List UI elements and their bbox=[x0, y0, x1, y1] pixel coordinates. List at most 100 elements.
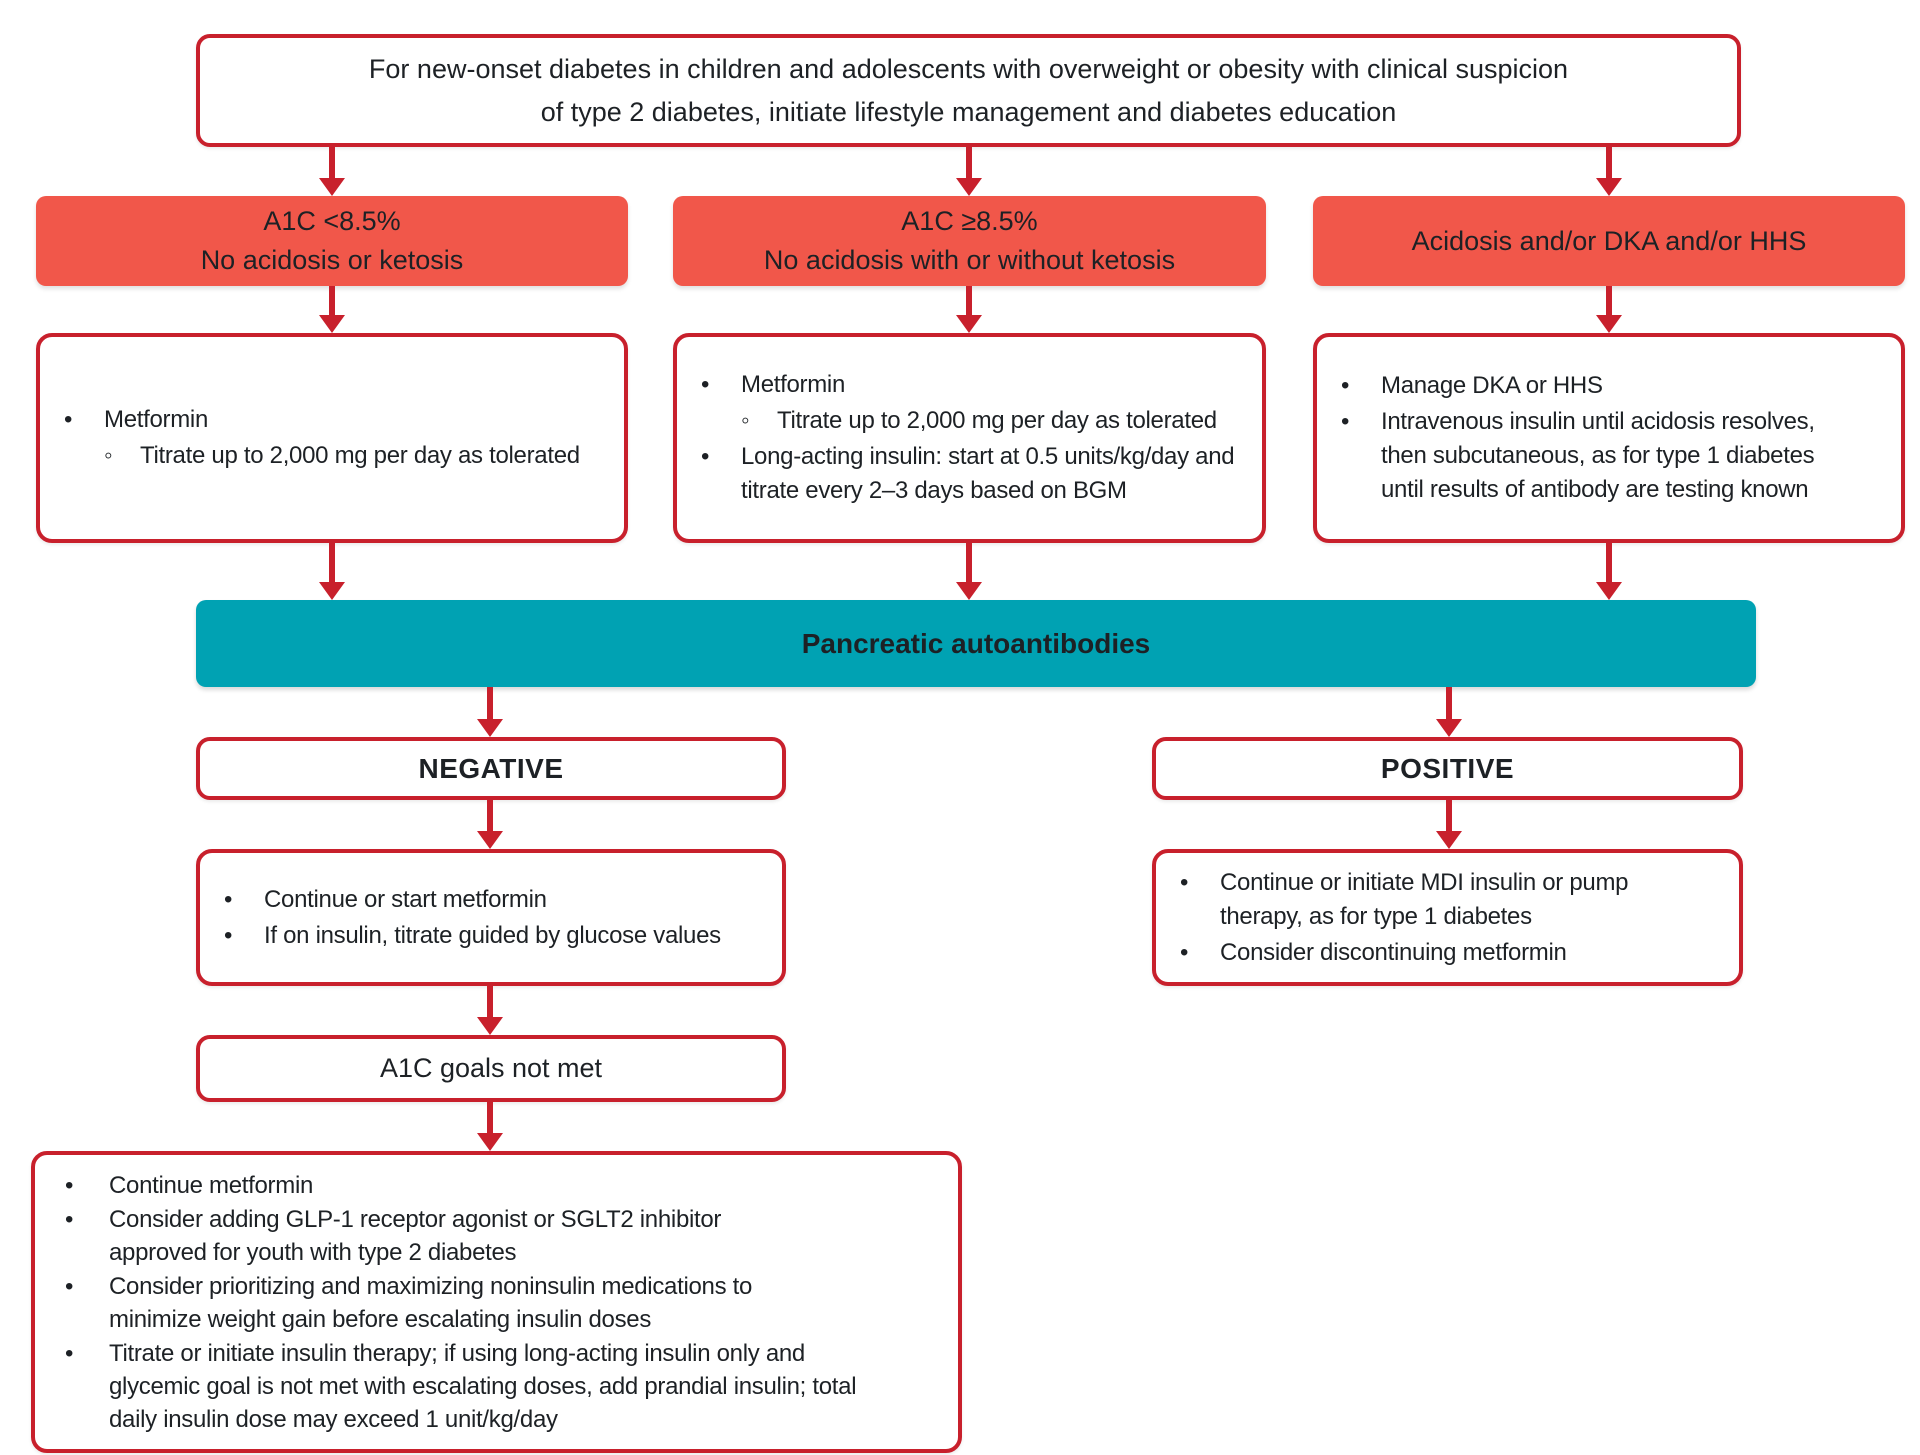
arrow-header-to-condition-2 bbox=[956, 147, 982, 196]
list-item-text: Continue or initiate MDI insulin or pump… bbox=[1220, 868, 1629, 930]
arrow-head-icon bbox=[956, 582, 982, 600]
bullet-icon bbox=[224, 883, 264, 917]
plan-box-a1c-low: Metformin Titrate up to 2,000 mg per day… bbox=[36, 333, 628, 543]
followup-box-a1c-goals: A1C goals not met bbox=[196, 1035, 786, 1102]
arrow-head-icon bbox=[1596, 582, 1622, 600]
positive-plan-box: Continue or initiate MDI insulin or pump… bbox=[1152, 849, 1743, 986]
arrow-shaft bbox=[487, 986, 493, 1017]
bullet-icon bbox=[1341, 405, 1381, 439]
outcome-box-positive: POSITIVE bbox=[1152, 737, 1743, 800]
arrow-shaft bbox=[329, 147, 335, 178]
list-item: Consider adding GLP-1 receptor agonist o… bbox=[65, 1203, 938, 1269]
condition-text: Acidosis and/or DKA and/or HHS bbox=[1411, 225, 1807, 256]
condition-text: No acidosis or ketosis bbox=[200, 245, 464, 275]
arrow-shaft bbox=[487, 800, 493, 831]
arrow-banner-to-positive bbox=[1436, 687, 1462, 737]
list-item: Manage DKA or HHS bbox=[1341, 369, 1885, 403]
arrow-plan-to-banner-3 bbox=[1596, 543, 1622, 600]
bullet-icon bbox=[1341, 369, 1381, 403]
header-text-line2: of type 2 diabetes, initiate lifestyle m… bbox=[540, 96, 1397, 127]
list-item-text: Titrate up to 2,000 mg per day as tolera… bbox=[140, 442, 580, 469]
arrow-shaft bbox=[1446, 800, 1452, 831]
plan-list: Continue or initiate MDI insulin or pump… bbox=[1156, 853, 1739, 982]
bullet-icon bbox=[701, 440, 741, 474]
plan-box-a1c-high: Metformin Titrate up to 2,000 mg per day… bbox=[673, 333, 1266, 543]
circle-bullet-icon bbox=[741, 404, 777, 438]
arrow-positive-to-plan bbox=[1436, 800, 1462, 849]
list-item: Consider prioritizing and maximizing non… bbox=[65, 1270, 938, 1336]
arrow-plan-to-followup bbox=[477, 986, 503, 1035]
plan-list: Metformin Titrate up to 2,000 mg per day… bbox=[40, 337, 624, 539]
arrow-shaft bbox=[1606, 147, 1612, 178]
list-item: Metformin bbox=[701, 368, 1246, 402]
outcome-box-negative: NEGATIVE bbox=[196, 737, 786, 800]
escalation-plan-box: Continue metformin Consider adding GLP-1… bbox=[31, 1151, 962, 1453]
arrow-banner-to-negative bbox=[477, 687, 503, 737]
arrow-condition-to-plan-3 bbox=[1596, 286, 1622, 333]
arrow-plan-to-banner-2 bbox=[956, 543, 982, 600]
header-box: For new-onset diabetes in children and a… bbox=[196, 34, 1741, 147]
list-item-text: Metformin bbox=[104, 406, 208, 433]
arrow-head-icon bbox=[1596, 178, 1622, 196]
bullet-icon bbox=[1180, 936, 1220, 970]
plan-box-acidosis: Manage DKA or HHS Intravenous insulin un… bbox=[1313, 333, 1905, 543]
header-text-line1: For new-onset diabetes in children and a… bbox=[368, 53, 1569, 84]
list-item: Intravenous insulin until acidosis resol… bbox=[1341, 405, 1885, 507]
arrow-shaft bbox=[487, 687, 493, 719]
list-item: Metformin bbox=[64, 403, 608, 437]
list-item: Continue or initiate MDI insulin or pump… bbox=[1180, 866, 1723, 934]
list-item: Titrate up to 2,000 mg per day as tolera… bbox=[104, 439, 608, 473]
arrow-head-icon bbox=[319, 315, 345, 333]
arrow-followup-to-escalation bbox=[477, 1102, 503, 1151]
plan-list: Manage DKA or HHS Intravenous insulin un… bbox=[1317, 337, 1901, 539]
bullet-icon bbox=[65, 1270, 109, 1303]
list-item-text: Continue or start metformin bbox=[264, 885, 547, 913]
bullet-icon bbox=[224, 919, 264, 953]
list-item-text: Manage DKA or HHS bbox=[1381, 372, 1603, 399]
outcome-label-negative: NEGATIVE bbox=[418, 752, 564, 784]
arrow-shaft bbox=[1606, 543, 1612, 582]
bullet-icon bbox=[701, 368, 741, 402]
banner-pancreatic-autoantibodies: Pancreatic autoantibodies bbox=[196, 600, 1756, 687]
arrow-condition-to-plan-2 bbox=[956, 286, 982, 333]
arrow-head-icon bbox=[1436, 719, 1462, 737]
arrow-head-icon bbox=[319, 178, 345, 196]
list-item: Continue or start metformin bbox=[224, 883, 766, 917]
list-item: If on insulin, titrate guided by glucose… bbox=[224, 919, 766, 953]
bullet-icon bbox=[64, 403, 104, 437]
condition-box-acidosis: Acidosis and/or DKA and/or HHS bbox=[1313, 196, 1905, 286]
arrow-shaft bbox=[966, 543, 972, 582]
condition-text: No acidosis with or without ketosis bbox=[763, 245, 1176, 275]
list-item-text: Continue metformin bbox=[109, 1171, 314, 1199]
arrow-negative-to-plan bbox=[477, 800, 503, 849]
condition-text: A1C <8.5% bbox=[263, 206, 401, 236]
arrow-head-icon bbox=[477, 831, 503, 849]
arrow-head-icon bbox=[1596, 315, 1622, 333]
arrow-condition-to-plan-1 bbox=[319, 286, 345, 333]
arrow-head-icon bbox=[319, 582, 345, 600]
arrow-head-icon bbox=[477, 1133, 503, 1151]
followup-label: A1C goals not met bbox=[379, 1053, 603, 1083]
bullet-icon bbox=[65, 1203, 109, 1236]
bullet-icon bbox=[65, 1169, 109, 1202]
list-item: Long-acting insulin: start at 0.5 units/… bbox=[701, 440, 1246, 508]
escalation-list: Continue metformin Consider adding GLP-1… bbox=[35, 1155, 958, 1449]
plan-list: Metformin Titrate up to 2,000 mg per day… bbox=[677, 337, 1262, 539]
list-item-text: If on insulin, titrate guided by glucose… bbox=[264, 921, 721, 949]
arrow-shaft bbox=[487, 1102, 493, 1133]
arrow-shaft bbox=[329, 543, 335, 582]
condition-text: A1C ≥8.5% bbox=[901, 206, 1038, 236]
list-item-text: Long-acting insulin: start at 0.5 units/… bbox=[741, 443, 1235, 504]
list-item-text: Consider adding GLP-1 receptor agonist o… bbox=[109, 1205, 722, 1266]
list-item: Titrate up to 2,000 mg per day as tolera… bbox=[741, 404, 1246, 438]
list-item-text: Intravenous insulin until acidosis resol… bbox=[1381, 408, 1815, 503]
plan-list: Continue or start metformin If on insuli… bbox=[200, 853, 782, 982]
arrow-header-to-condition-3 bbox=[1596, 147, 1622, 196]
arrow-header-to-condition-1 bbox=[319, 147, 345, 196]
arrow-head-icon bbox=[1436, 831, 1462, 849]
condition-box-a1c-high: A1C ≥8.5% No acidosis with or without ke… bbox=[673, 196, 1266, 286]
arrow-plan-to-banner-1 bbox=[319, 543, 345, 600]
negative-plan-box: Continue or start metformin If on insuli… bbox=[196, 849, 786, 986]
arrow-shaft bbox=[329, 286, 335, 315]
